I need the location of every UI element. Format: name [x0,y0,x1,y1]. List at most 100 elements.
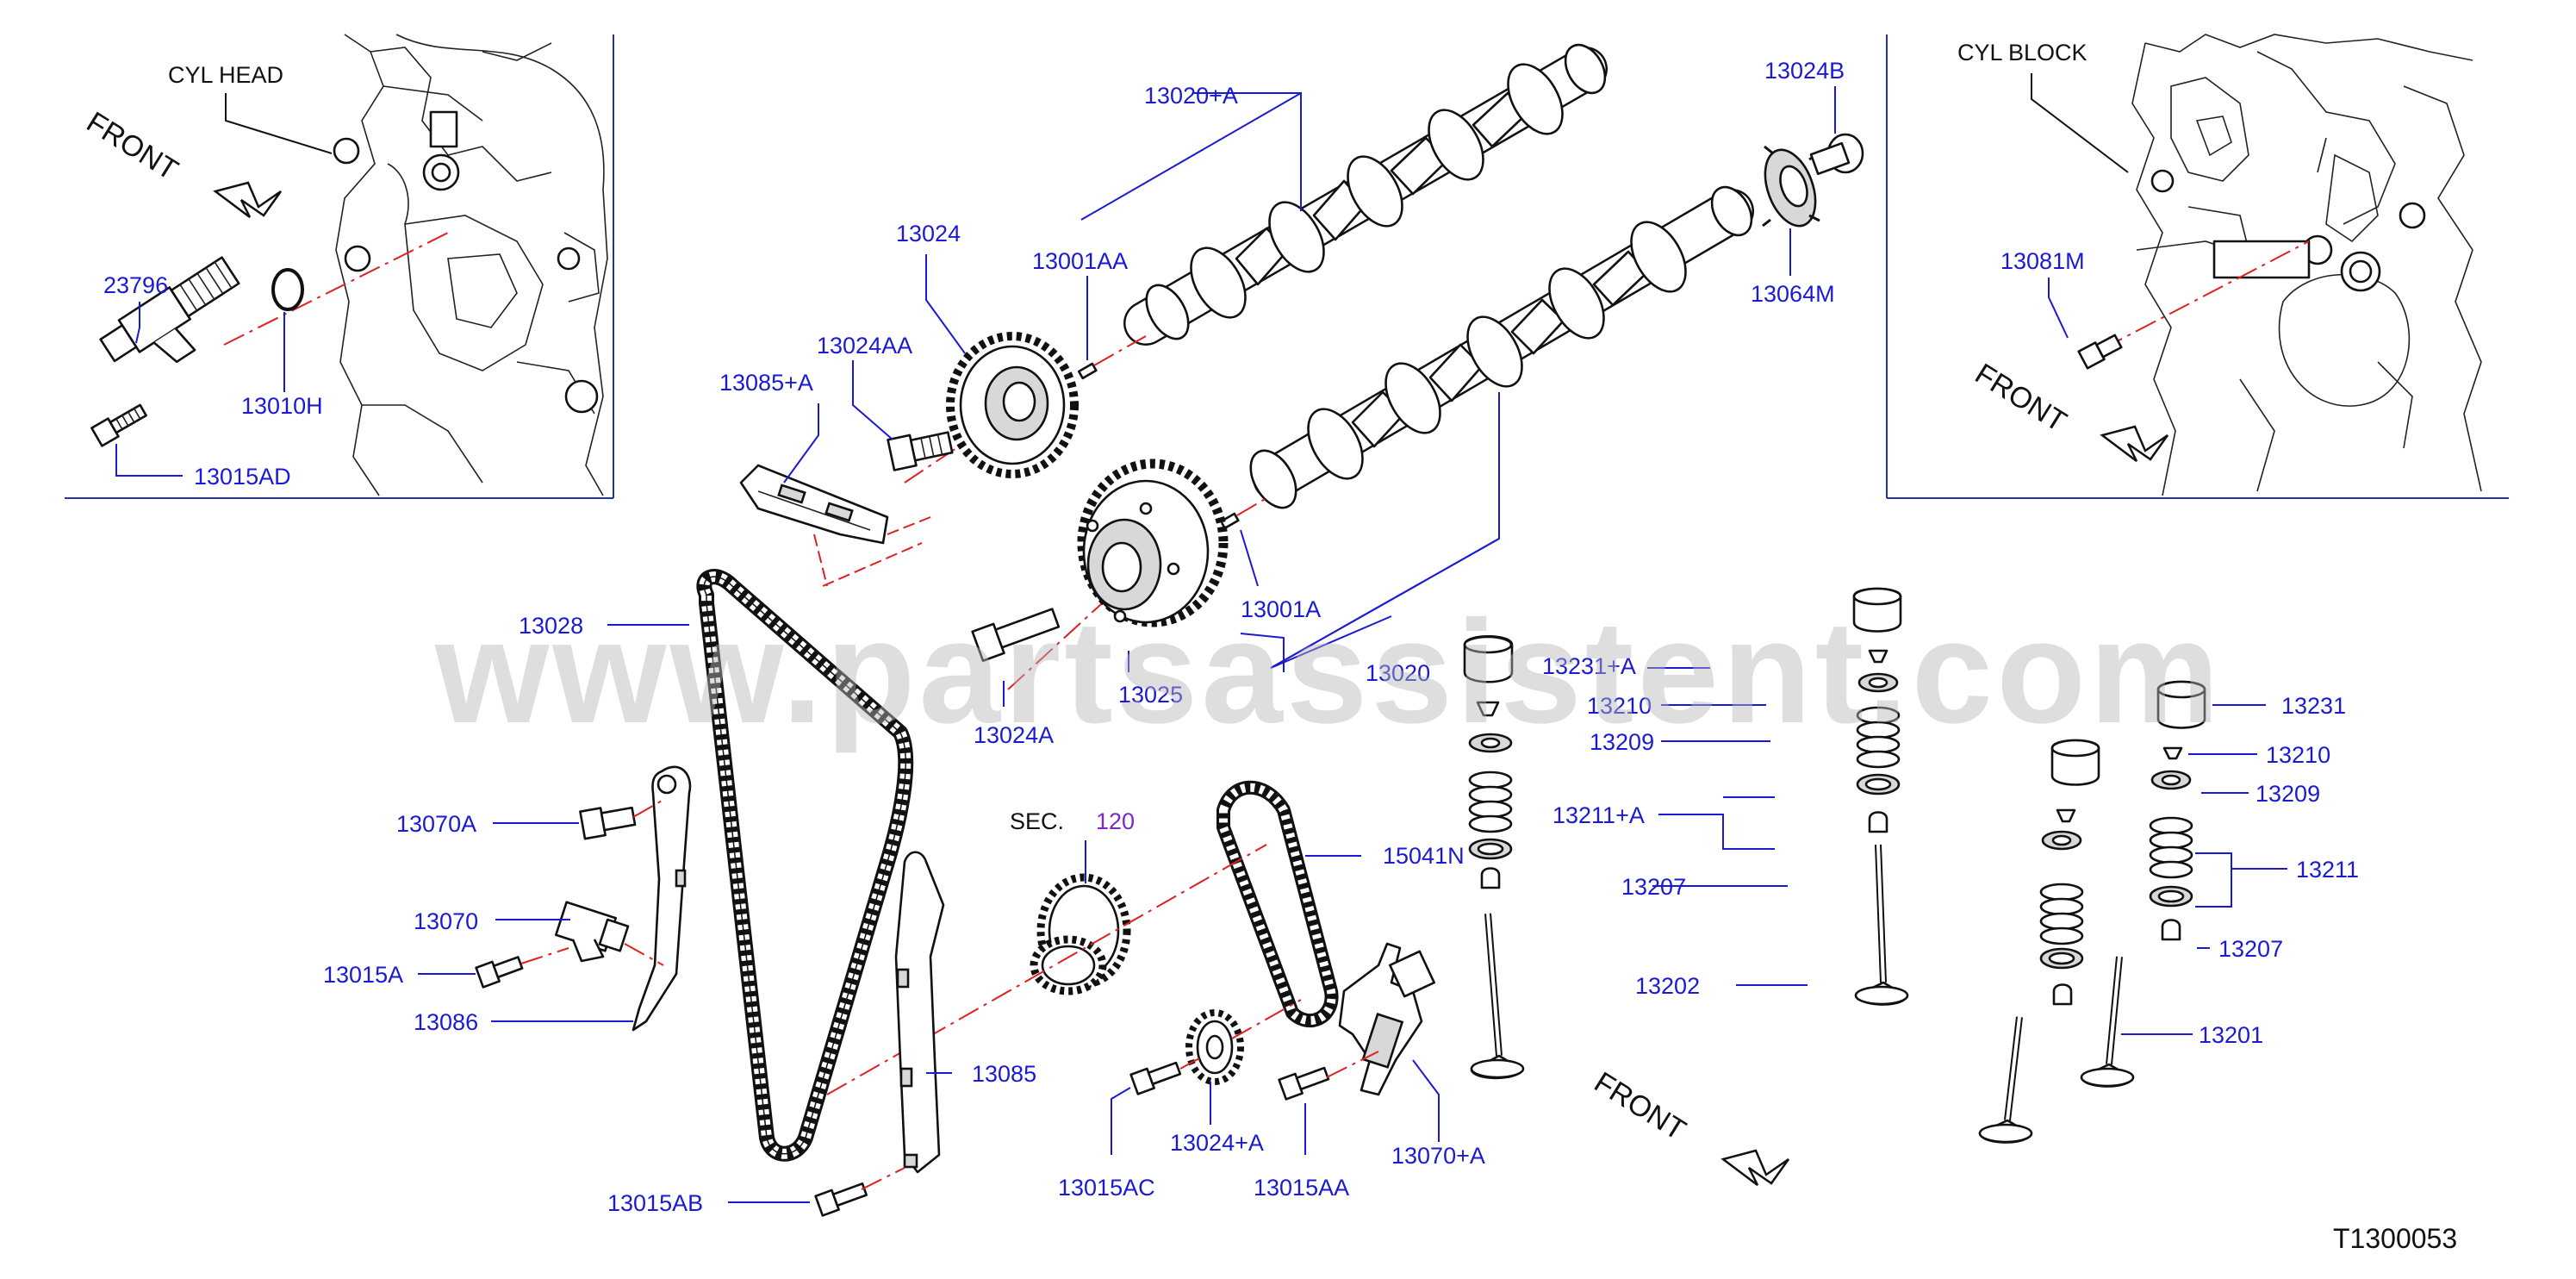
inset-cyl-block: CYL BLOCK 13081M FRONT [1886,34,2509,499]
oil-pump-chain-15041N [1216,780,1339,1028]
centerline [2101,240,2310,350]
front-label-head: FRONT [81,106,184,187]
label-13211A[interactable]: 13211+A [1552,802,1645,828]
intake-camshaft-13020A [1123,43,1608,346]
label-13015AD[interactable]: 13015AD [194,464,291,490]
bolt-13024A [971,608,1061,663]
part-labels: 13020+A 13024B 13064M 13024 13001AA 1302… [323,58,2359,1216]
valve-group-exhaust [1463,635,1525,1080]
label-13070A[interactable]: 13070A [396,811,476,837]
label-13070plusA[interactable]: 13070+A [1391,1143,1485,1169]
label-13207-intake[interactable]: 13207 [2218,936,2283,962]
pin-13001AA [1077,362,1098,380]
chain-tensioner-13070plusA [1338,942,1435,1096]
label-13015A[interactable]: 13015A [323,962,403,988]
label-13024plusA[interactable]: 13024+A [1170,1130,1264,1156]
valve-group-exhaust-2 [1852,587,1909,1006]
o-ring-13010H [271,268,304,311]
sec-number-link[interactable]: 120 [1096,808,1135,834]
label-23796[interactable]: 23796 [103,272,168,298]
watermark: www.partsassistent.com [434,590,2223,754]
pin-13001A [1219,512,1240,530]
label-13085A[interactable]: 13085+A [719,370,813,396]
block-pad [2212,240,2311,279]
chain-guide-13085A [739,464,931,587]
front-arrow-icon [1720,1149,1790,1186]
sec-prefix: SEC. [1010,808,1064,834]
label-13024B[interactable]: 13024B [1764,58,1845,84]
front-label-block: FRONT [1969,358,2072,439]
label-13210-exhaust[interactable]: 13210 [1587,693,1652,719]
crank-sprocket-sec120 [1030,873,1131,995]
slack-guide-13086 [632,765,692,1032]
valve-group-intake-2 [2080,680,2206,1088]
label-13231[interactable]: 13231 [2281,693,2346,719]
front-label-bottom: FRONT [1589,1066,1691,1147]
camshaft-sprocket-13024 [946,332,1079,478]
label-13020[interactable]: 13020 [1366,660,1430,686]
label-13028[interactable]: 13028 [519,613,583,639]
vtc-sprocket-13025 [1077,459,1229,627]
label-13209-intake[interactable]: 13209 [2256,781,2320,807]
cam-bore-boss [431,162,451,183]
label-13001AA[interactable]: 13001AA [1032,248,1128,274]
bolt-hole [557,246,581,271]
bolt-hole [564,379,599,414]
solenoid-valve-23796 [99,256,240,364]
bolt-13024B [1809,133,1864,176]
oil-pump-sprocket-13024plusA [1185,1009,1244,1085]
label-13081M[interactable]: 13081M [2000,248,2085,274]
bolt-hole [2150,169,2175,193]
bolt-13070A [579,806,637,840]
label-13201[interactable]: 13201 [2199,1022,2263,1048]
inset-cyl-head: CYL HEAD 23796 13010H 13015AD FRONT [65,34,614,499]
label-13064M[interactable]: 13064M [1751,281,1835,307]
valve-group-intake [1978,739,2100,1144]
plug-13081M [2077,334,2123,370]
block-boss [2349,259,2373,284]
bolt-hole [344,245,371,272]
bolt-hole [333,137,360,165]
cyl-block-label: CYL BLOCK [1957,40,2088,66]
label-13024AA[interactable]: 13024AA [817,333,912,359]
signal-plate-13064M [1762,145,1820,228]
label-13001A[interactable]: 13001A [1241,596,1321,622]
label-13024[interactable]: 13024 [896,221,961,246]
boss [429,110,458,148]
label-13085[interactable]: 13085 [972,1061,1036,1087]
front-arrow-icon [2100,425,2169,462]
bolt-13015AC [1129,1061,1182,1095]
label-13010H[interactable]: 13010H [241,393,323,419]
tensioner-13070 [554,901,630,963]
label-13015AA[interactable]: 13015AA [1254,1175,1349,1201]
label-15041N[interactable]: 15041N [1383,843,1465,869]
label-13024A[interactable]: 13024A [974,722,1054,748]
label-13207-exhaust[interactable]: 13207 [1621,874,1686,900]
label-13025[interactable]: 13025 [1118,682,1183,708]
label-13210-intake[interactable]: 13210 [2266,742,2330,768]
bolt-13015AB [814,1182,868,1217]
label-13020A[interactable]: 13020+A [1144,83,1238,109]
label-13015AB[interactable]: 13015AB [607,1190,703,1216]
label-13209-exhaust[interactable]: 13209 [1590,729,1654,755]
front-arrow-icon [213,181,283,218]
bolt-13015A [475,956,524,989]
exhaust-camshaft-13020 [1249,185,1754,509]
label-13086[interactable]: 13086 [414,1009,478,1035]
tension-guide-13085 [894,851,945,1174]
label-13070[interactable]: 13070 [414,908,478,934]
bolt-13024AA [887,431,954,471]
cyl-head-label: CYL HEAD [168,62,283,88]
leader-lines [418,86,2287,1203]
centerline [223,232,449,346]
label-13211[interactable]: 13211 [2296,857,2359,883]
label-13231A[interactable]: 13231+A [1542,653,1636,679]
drawing-id: T1300053 [2333,1223,2457,1254]
bolt-13015AD [90,403,147,447]
timing-chain-13028 [696,569,914,1162]
label-13202[interactable]: 13202 [1635,973,1700,999]
bolt-13015AA [1278,1066,1330,1101]
bolt-hole [2399,202,2426,229]
label-13015AC[interactable]: 13015AC [1058,1175,1155,1201]
